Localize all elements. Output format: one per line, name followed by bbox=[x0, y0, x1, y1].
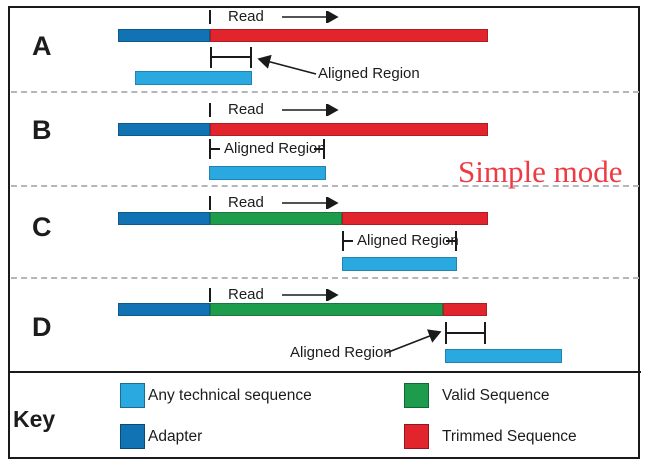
legend-label-technical-sequence: Any technical sequence bbox=[148, 387, 312, 404]
read-start-tick bbox=[209, 196, 211, 210]
read-start-tick bbox=[209, 103, 211, 117]
read-direction-arrow-icon bbox=[282, 289, 339, 301]
panel-separator bbox=[11, 91, 639, 93]
adapter-segment bbox=[118, 212, 210, 225]
aligned-bracket-right-stub bbox=[446, 240, 455, 242]
aligned-bracket-left-tick bbox=[209, 139, 211, 159]
read-label: Read bbox=[228, 101, 264, 118]
panel-c-label: C bbox=[32, 212, 52, 242]
trimmed-segment bbox=[210, 123, 488, 136]
panel-separator bbox=[11, 185, 639, 187]
legend-swatch-technical-sequence bbox=[120, 383, 145, 408]
panel-d-label: D bbox=[32, 312, 52, 342]
technical-sequence-bar bbox=[209, 166, 326, 180]
aligned-bracket-right-tick bbox=[484, 322, 486, 344]
read-direction-arrow-icon bbox=[282, 104, 339, 116]
key-title: Key bbox=[13, 406, 56, 432]
read-label: Read bbox=[228, 286, 264, 303]
valid-segment bbox=[210, 212, 342, 225]
aligned-region-pointer-arrow-icon bbox=[257, 54, 317, 75]
read-direction-arrow-icon bbox=[282, 11, 339, 23]
legend-swatch-valid-sequence bbox=[404, 383, 429, 408]
trimmed-segment bbox=[342, 212, 488, 225]
adapter-segment bbox=[118, 29, 210, 42]
aligned-bracket-left-tick bbox=[342, 231, 344, 251]
adapter-segment bbox=[118, 123, 210, 136]
aligned-bracket-left-stub bbox=[344, 240, 353, 242]
technical-sequence-bar bbox=[445, 349, 562, 363]
aligned-bracket-right-stub bbox=[314, 148, 323, 150]
trimmed-segment bbox=[443, 303, 487, 316]
aligned-bracket-bar bbox=[446, 332, 484, 334]
trimmed-segment bbox=[210, 29, 488, 42]
adapter-segment bbox=[118, 303, 210, 316]
technical-sequence-bar bbox=[135, 71, 252, 85]
technical-sequence-bar bbox=[342, 257, 457, 271]
simple-mode-annotation: Simple mode bbox=[458, 154, 623, 189]
panel-a-label: A bbox=[32, 31, 52, 61]
aligned-bracket-right-tick bbox=[455, 231, 457, 251]
legend-label-adapter: Adapter bbox=[148, 428, 203, 445]
aligned-bracket-right-tick bbox=[323, 139, 325, 159]
legend-swatch-adapter bbox=[120, 424, 145, 449]
aligned-bracket-bar bbox=[211, 56, 251, 58]
legend-swatch-trimmed-sequence bbox=[404, 424, 429, 449]
read-start-tick bbox=[209, 288, 211, 302]
read-label: Read bbox=[228, 8, 264, 25]
aligned-region-label: Aligned Region bbox=[357, 232, 459, 249]
read-start-tick bbox=[209, 10, 211, 24]
read-direction-arrow-icon bbox=[282, 197, 339, 209]
read-label: Read bbox=[228, 194, 264, 211]
aligned-region-label: Aligned Region bbox=[224, 140, 326, 157]
valid-segment bbox=[210, 303, 443, 316]
aligned-region-label: Aligned Region bbox=[318, 65, 420, 82]
panel-separator bbox=[11, 277, 639, 279]
figure-border bbox=[8, 6, 640, 459]
aligned-region-label: Aligned Region bbox=[290, 344, 392, 361]
aligned-bracket-left-stub bbox=[211, 148, 220, 150]
aligned-bracket-right-tick bbox=[250, 47, 252, 68]
legend-label-valid-sequence: Valid Sequence bbox=[442, 387, 550, 404]
legend-label-trimmed-sequence: Trimmed Sequence bbox=[442, 428, 577, 445]
key-separator bbox=[9, 371, 641, 373]
aligned-region-pointer-arrow-icon bbox=[385, 329, 442, 354]
panel-b-label: B bbox=[32, 115, 52, 145]
